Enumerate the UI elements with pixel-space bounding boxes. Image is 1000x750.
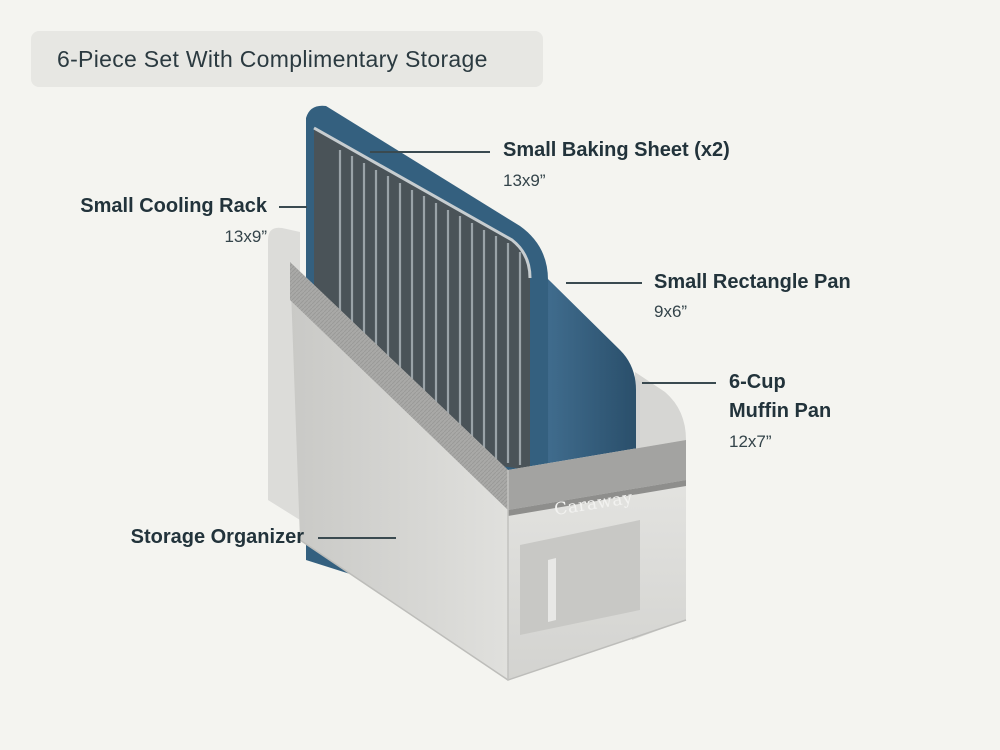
rectangle-pan-leader-line bbox=[566, 282, 642, 284]
muffin-pan-size: 12x7” bbox=[729, 432, 772, 451]
cooling-rack-leader-line bbox=[279, 206, 307, 208]
cooling-rack-label: Small Cooling Rack bbox=[80, 195, 267, 217]
storage-organizer-label: Storage Organizer bbox=[130, 526, 304, 548]
muffin-pan-label-line2: Muffin Pan bbox=[729, 400, 832, 422]
organizer-strap-side bbox=[290, 262, 508, 510]
header-title: 6-Piece Set With Complimentary Storage bbox=[31, 31, 543, 87]
cooling-rack-size: 13x9” bbox=[224, 227, 267, 246]
organizer-strap-front bbox=[508, 440, 686, 510]
muffin-pan-label-line1: 6-Cup bbox=[729, 371, 786, 393]
cooling-rack-ribs bbox=[338, 150, 522, 465]
baking-sheet-label: Small Baking Sheet (x2) bbox=[503, 139, 730, 161]
baking-sheet-leader-line bbox=[370, 151, 490, 153]
muffin-pan-leader-line bbox=[642, 382, 716, 384]
organizer-side bbox=[290, 262, 508, 680]
baking-sheet-size: 13x9” bbox=[503, 171, 546, 190]
rectangle-pan-size: 9x6” bbox=[654, 302, 688, 321]
storage-organizer-leader-line bbox=[318, 537, 396, 539]
rectangle-pan-label: Small Rectangle Pan bbox=[654, 271, 851, 293]
